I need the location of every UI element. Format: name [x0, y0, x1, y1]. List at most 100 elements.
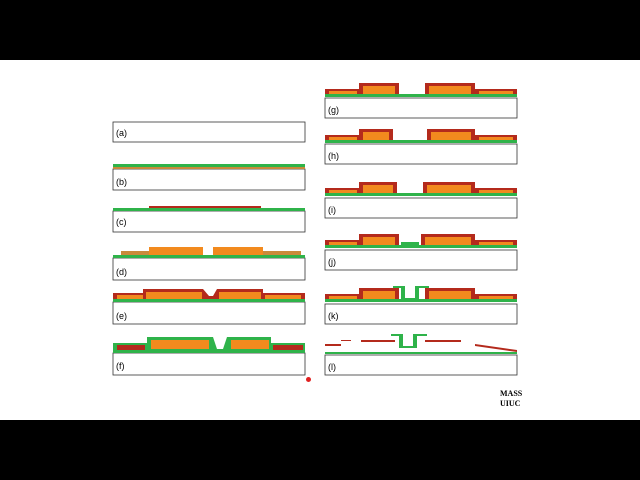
metal-layer [117, 345, 145, 350]
oxide-layer [325, 140, 517, 143]
step-l-diagram [324, 334, 518, 376]
nitride-layer [113, 167, 305, 169]
sacrificial-fill [329, 242, 357, 245]
step-label: (b) [116, 177, 127, 187]
mass-uiuc-watermark: MASS UIUC [500, 389, 522, 409]
sacrificial-fill [427, 185, 471, 193]
substrate [324, 354, 518, 376]
metal-layer [273, 345, 303, 350]
substrate [112, 301, 306, 325]
oxide-layer [113, 299, 305, 302]
substrate [112, 168, 306, 191]
released-membrane [425, 340, 461, 342]
sacrificial-fill [429, 291, 471, 299]
step-label: (g) [328, 105, 339, 115]
step-d-diagram [112, 247, 306, 281]
sacrificial-fill [146, 292, 202, 299]
step-g-diagram [324, 83, 518, 119]
process-step-l: (l) [324, 330, 518, 376]
step-label: (a) [116, 128, 127, 138]
step-label: (f) [116, 361, 125, 371]
oxide-layer [113, 164, 305, 167]
step-a-diagram [112, 121, 306, 143]
step-h-diagram [324, 129, 518, 165]
step-f-diagram [112, 337, 306, 376]
process-step-b: (b) [112, 164, 306, 191]
laser-pointer-dot [306, 377, 311, 382]
substrate [324, 97, 518, 119]
nitride-block [263, 251, 301, 255]
process-step-c: (c) [112, 204, 306, 233]
substrate [112, 121, 306, 143]
sacrificial-fill [329, 190, 357, 193]
sacrificial-fill [479, 91, 513, 94]
substrate [324, 303, 518, 325]
process-step-e: (e) [112, 286, 306, 325]
sacrificial-fill [363, 185, 393, 193]
sacrificial-fill [363, 237, 395, 245]
step-label: (k) [328, 311, 339, 321]
sacrificial-fill [329, 91, 357, 94]
metal-anchor [475, 344, 517, 352]
step-i-diagram [324, 182, 518, 219]
metal-fragment [341, 340, 351, 341]
step-e-diagram [112, 289, 306, 325]
substrate [112, 352, 306, 376]
step-label: (c) [116, 217, 127, 227]
step-c-diagram [112, 206, 306, 233]
oxide-fill [401, 242, 419, 245]
step-label: (d) [116, 267, 127, 277]
process-step-a: (a) [112, 121, 306, 143]
step-label: (i) [328, 205, 336, 215]
sacrificial-fill [479, 296, 513, 299]
step-label: (h) [328, 151, 339, 161]
sacrificial-fill [231, 340, 269, 349]
slide-canvas [0, 60, 640, 420]
metal-pattern [149, 206, 261, 208]
process-step-d: (d) [112, 245, 306, 281]
substrate [112, 210, 306, 233]
sacrificial-fill [479, 242, 513, 245]
sacrificial-fill [425, 237, 471, 245]
step-k-diagram [324, 286, 518, 325]
step-label: (j) [328, 257, 336, 267]
sacrificial-fill [219, 292, 261, 299]
sacrificial-fill [363, 132, 389, 140]
process-step-g: (g) [324, 80, 518, 119]
sacrificial-fill [151, 340, 209, 349]
step-label: (l) [328, 362, 336, 372]
process-step-h: (h) [324, 126, 518, 165]
watermark-line-1: MASS [500, 389, 523, 398]
oxide-layer [325, 193, 517, 196]
process-step-j: (j) [324, 230, 518, 271]
sacrificial-fill [363, 291, 395, 299]
sacrificial-fill [265, 295, 301, 299]
sacrificial-fill [329, 137, 357, 140]
substrate [112, 257, 306, 281]
step-label: (e) [116, 311, 127, 321]
sacrificial-fill [431, 132, 471, 140]
process-step-i: (i) [324, 178, 518, 219]
step-b-diagram [112, 164, 306, 191]
watermark-line-2: UIUC [500, 399, 521, 408]
released-membrane [361, 340, 395, 342]
anchor-post [393, 286, 429, 300]
sacrificial-fill [329, 296, 357, 299]
nitride-block [121, 251, 149, 255]
oxide-layer [113, 208, 305, 211]
process-step-k: (k) [324, 282, 518, 325]
anchor-post [391, 334, 427, 348]
sacrificial-fill [363, 86, 395, 94]
oxide-layer [325, 352, 517, 354]
oxide-layer [325, 299, 517, 302]
sacrificial-fill [429, 86, 471, 94]
sacrificial-block [213, 247, 263, 255]
oxide-layer [325, 245, 517, 248]
sacrificial-fill [479, 190, 513, 193]
substrate [324, 143, 518, 165]
sacrificial-fill [117, 295, 143, 299]
oxide-layer [113, 350, 305, 353]
metal-anchor [325, 344, 341, 346]
substrate [324, 197, 518, 219]
sacrificial-block [149, 247, 203, 255]
